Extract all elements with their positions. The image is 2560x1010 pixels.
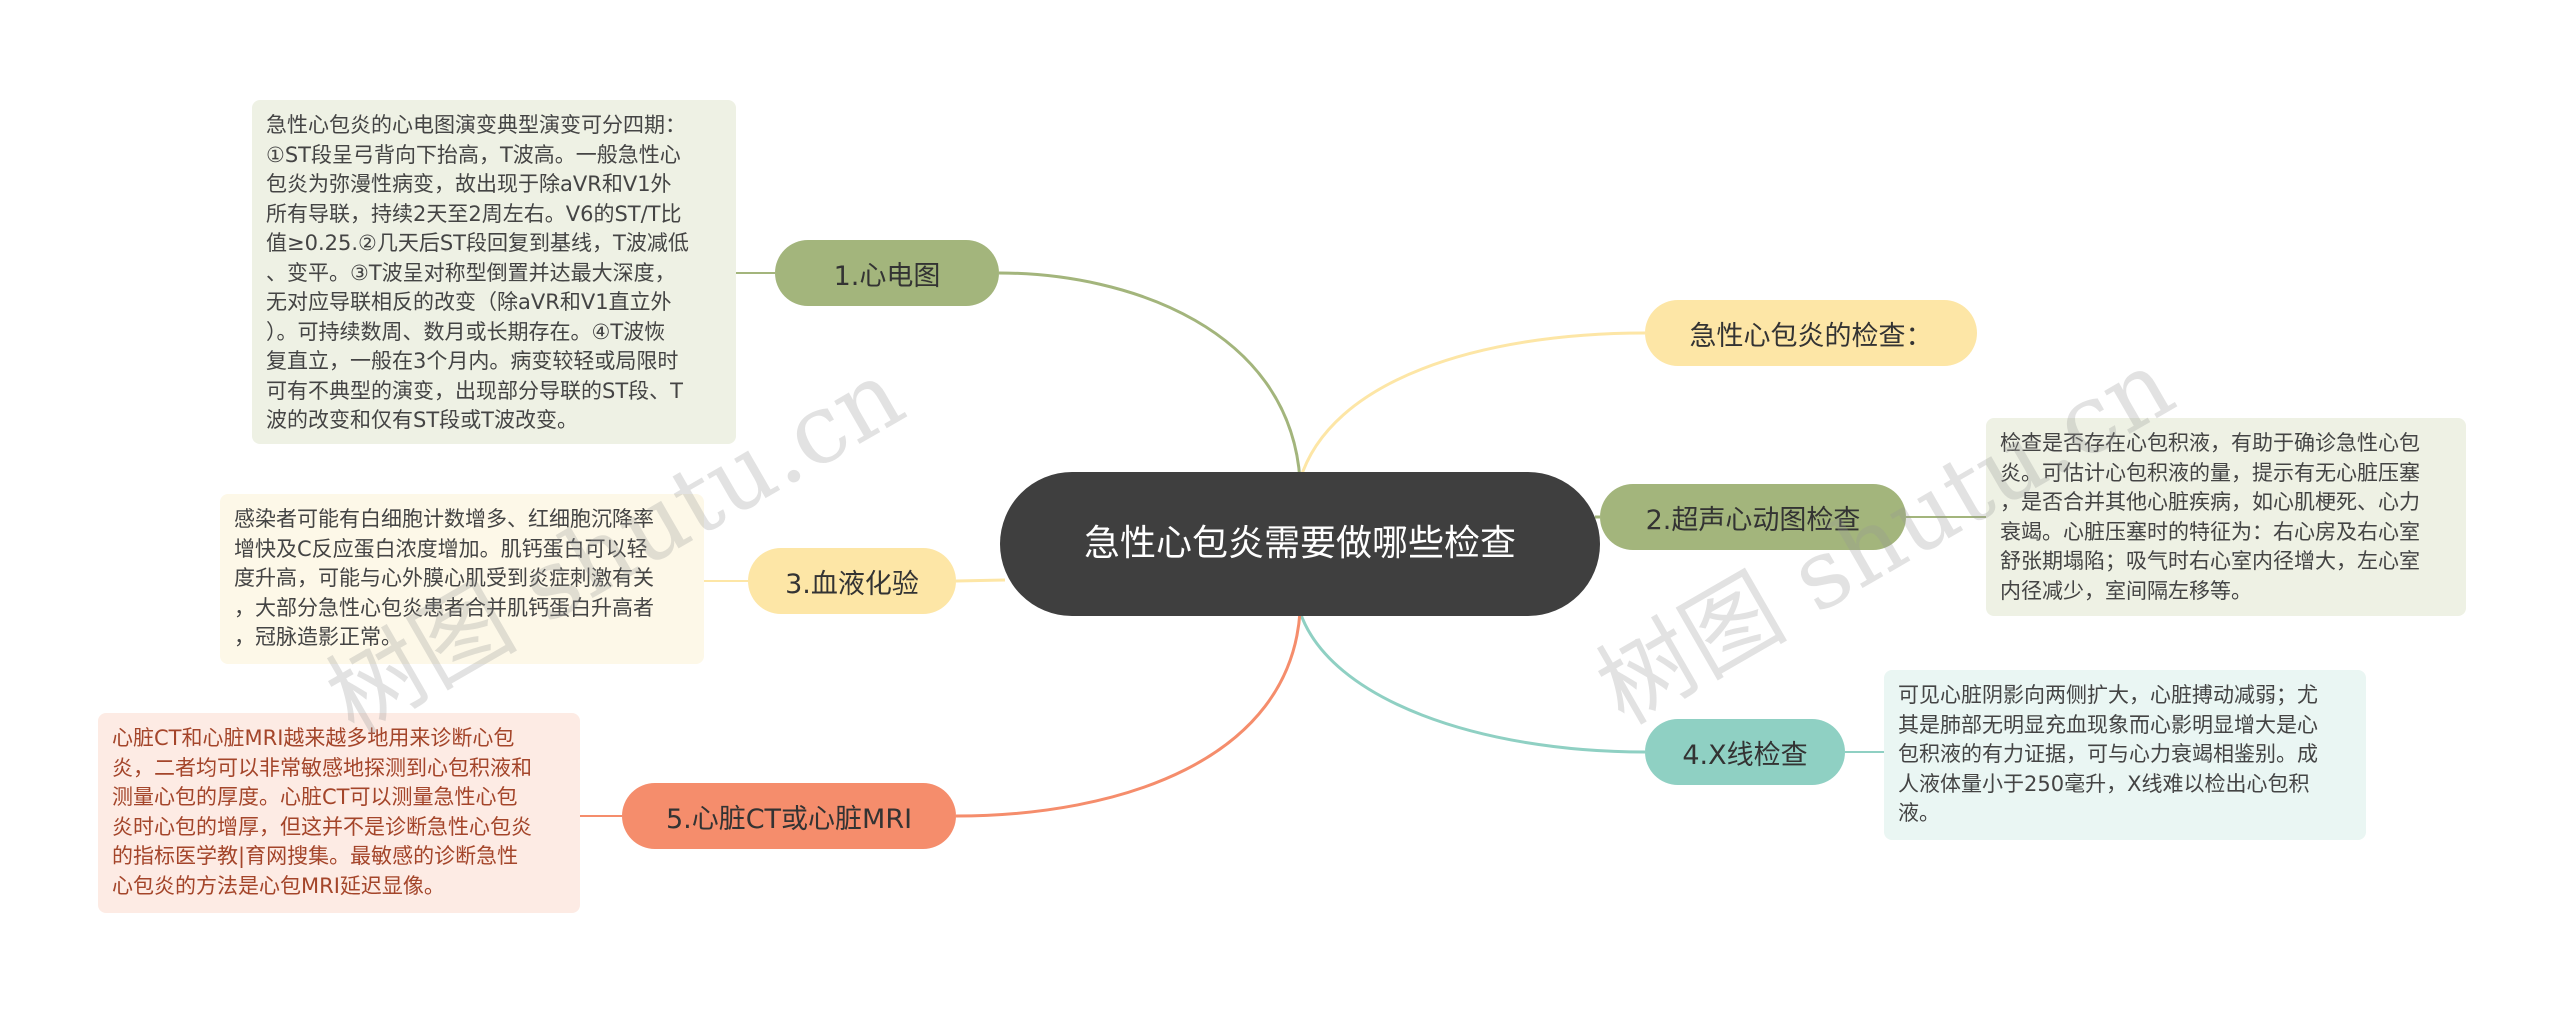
note-ecg[interactable]: 急性心包炎的心电图演变典型演变可分四期： ①ST段呈弓背向下抬高，T波高。一般急… [252, 100, 736, 444]
note-blood-test[interactable]: 感染者可能有白细胞计数增多、红细胞沉降率 增快及C反应蛋白浓度增加。肌钙蛋白可以… [220, 494, 704, 664]
branch-xray[interactable]: 4.X线检查 [1645, 719, 1845, 785]
note-echocardiogram[interactable]: 检查是否存在心包积液，有助于确诊急性心包 炎。可估计心包积液的量，提示有无心脏压… [1986, 418, 2466, 616]
branch-ct-mri-label: 5.心脏CT或心脏MRI [665, 803, 913, 835]
edge-ecg [998, 271, 1302, 481]
branch-blood-test[interactable]: 3.血液化验 [748, 548, 956, 614]
root-topic-label: 急性心包炎需要做哪些检查 [1083, 523, 1516, 564]
branch-ct-mri[interactable]: 5.心脏CT或心脏MRI [622, 783, 956, 849]
note-xray[interactable]: 可见心脏阴影向两侧扩大，心脏搏动减弱；尤 其是肺部无明显充血现象而心影明显增大是… [1884, 670, 2366, 840]
branch-ecg-label: 1.心电图 [833, 260, 941, 292]
edge-xray [1298, 611, 1646, 754]
root-topic[interactable]: 急性心包炎需要做哪些检查 [1000, 472, 1600, 616]
note-ct-mri[interactable]: 心脏CT和心脏MRI越来越多地用来诊断心包 炎，二者均可以非常敏感地探测到心包积… [98, 713, 580, 913]
branch-exam-heading[interactable]: 急性心包炎的检查： [1645, 300, 1977, 366]
edge-blood [955, 578, 1006, 583]
edge-exam [1298, 331, 1646, 481]
edge-ctmri [955, 611, 1302, 818]
branch-xray-label: 4.X线检查 [1682, 739, 1808, 771]
branch-echocardiogram-label: 2.超声心动图检查 [1645, 504, 1861, 536]
branch-ecg[interactable]: 1.心电图 [775, 240, 999, 306]
branch-blood-test-label: 3.血液化验 [785, 568, 919, 600]
branch-exam-heading-label: 急性心包炎的检查： [1689, 320, 1933, 352]
branch-echocardiogram[interactable]: 2.超声心动图检查 [1600, 484, 1906, 550]
